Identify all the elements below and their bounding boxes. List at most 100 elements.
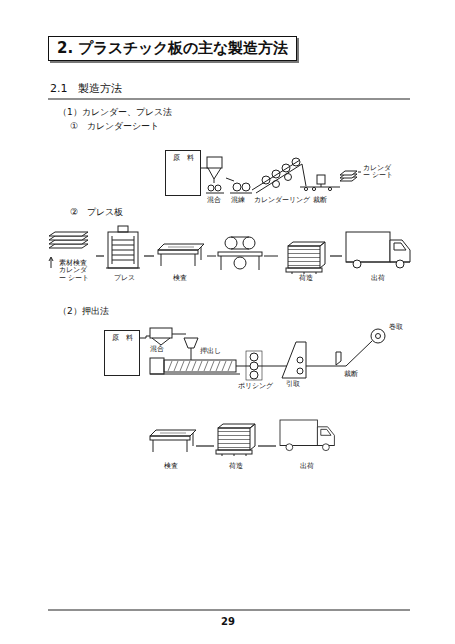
drawing-stroke — [250, 362, 258, 370]
process-step: プレス — [104, 226, 144, 284]
drawing-stroke — [106, 268, 140, 269]
drawing-stroke — [134, 236, 135, 264]
drawing-stroke — [112, 236, 113, 264]
drawing-stroke — [280, 420, 334, 451]
drawing-stroke — [242, 183, 250, 191]
drawing-stroke — [259, 256, 260, 270]
extrusion-line-illustration — [140, 328, 385, 456]
drawing-stroke — [231, 249, 249, 250]
flow-connector — [196, 445, 214, 446]
drawing-stroke — [150, 430, 196, 452]
step-label: 裁断 — [313, 197, 327, 204]
drawing-stroke — [221, 256, 222, 270]
step-label: 混合 — [207, 197, 221, 204]
drawing-stroke — [207, 256, 216, 257]
drawing-stroke — [346, 341, 372, 366]
process-step: 荷造 — [214, 420, 258, 472]
step-label: 混合 — [150, 346, 164, 353]
drawing-stroke — [328, 187, 331, 190]
flow-connector — [258, 445, 276, 446]
section-heading: 2.1 製造方法 — [50, 83, 123, 96]
drawing-stroke — [272, 170, 280, 178]
drawing-stroke — [230, 193, 252, 194]
drawing-stroke — [49, 236, 88, 240]
drawing-stroke — [49, 244, 88, 248]
step-label: 混練 — [231, 197, 245, 204]
drawing-stroke — [340, 171, 357, 175]
drawing-stroke — [297, 368, 303, 374]
step-text: プレス — [114, 275, 135, 283]
drawing-stroke — [285, 174, 292, 181]
drawing-stroke — [208, 168, 221, 179]
drawing-stroke — [208, 185, 214, 191]
drawing-stroke — [317, 175, 325, 184]
drawing-stroke — [246, 351, 262, 380]
drawing-stroke — [140, 336, 150, 338]
step-label: 巻取 — [389, 324, 403, 331]
drawing-stroke — [312, 187, 315, 190]
section-heading: （2）押出法 — [58, 306, 109, 316]
drawing-stroke — [150, 328, 172, 338]
drawing-stroke — [216, 424, 255, 456]
section-title: 2. プラスチック板の主な製造方法 — [48, 36, 297, 61]
drawing-stroke — [264, 256, 278, 257]
process-step: 出荷 — [276, 416, 338, 472]
drawing-stroke — [215, 185, 221, 191]
drawing-stroke — [108, 232, 138, 268]
drawing-stroke — [48, 609, 410, 610]
drawing-stroke — [49, 257, 53, 261]
drawing-stroke — [231, 237, 249, 238]
step-label: カレンダー シート — [363, 165, 397, 180]
drawing-stroke — [371, 329, 385, 343]
drawing-stroke — [48, 98, 410, 99]
step-label: カレンダーリング — [254, 197, 310, 204]
drawing-stroke — [243, 237, 255, 249]
drawing-stroke — [152, 338, 170, 345]
process-step: 検査 — [154, 236, 206, 284]
drawing-stroke — [112, 260, 134, 261]
material-box: 原 料 — [104, 330, 140, 376]
calender-line-illustration — [201, 157, 361, 193]
step-text: 荷造 — [229, 463, 243, 471]
drawing-stroke — [256, 164, 302, 193]
press-line-illustration — [49, 226, 410, 274]
step-text: 原 料 — [112, 335, 133, 343]
drawing-stroke — [150, 358, 164, 374]
drawing-stroke — [346, 232, 410, 268]
step-label: 裁断 — [344, 371, 358, 378]
section-heading: （1）カレンダー、プレス法 — [58, 107, 172, 117]
drawing-stroke — [112, 245, 134, 246]
drawing-stroke — [286, 242, 325, 274]
drawing-stroke — [112, 255, 134, 256]
process-step: 荷造 — [282, 236, 330, 284]
rules — [48, 99, 410, 610]
drawing-stroke — [214, 179, 215, 183]
drawing-stroke — [206, 193, 224, 194]
drawing-stroke — [282, 342, 306, 378]
flow-connector — [144, 255, 154, 256]
drawing-stroke — [250, 353, 258, 361]
drawing-stroke — [164, 360, 236, 372]
drawing-stroke — [292, 158, 300, 166]
drawing-stroke — [51, 258, 52, 268]
drawing-stroke — [158, 244, 204, 266]
drawing-stroke — [297, 357, 303, 363]
step-text: 素材検査 カレンダー シート — [59, 260, 93, 283]
page-number: 29 — [221, 616, 235, 628]
flow-connector — [96, 255, 104, 256]
drawing-stroke — [226, 178, 234, 181]
drawing-stroke — [376, 334, 381, 339]
material-box: 原 料 — [165, 150, 201, 196]
step-label: ポリシング — [238, 383, 273, 390]
drawing-stroke — [262, 176, 270, 184]
drawing-stroke — [273, 181, 280, 188]
drawing-stroke — [112, 250, 134, 251]
drawing-stroke — [118, 226, 128, 232]
process-step: 出荷 — [342, 226, 414, 284]
drawing-stroke — [168, 361, 232, 371]
drawing-stroke — [358, 172, 361, 173]
drawing-stroke — [225, 237, 237, 249]
